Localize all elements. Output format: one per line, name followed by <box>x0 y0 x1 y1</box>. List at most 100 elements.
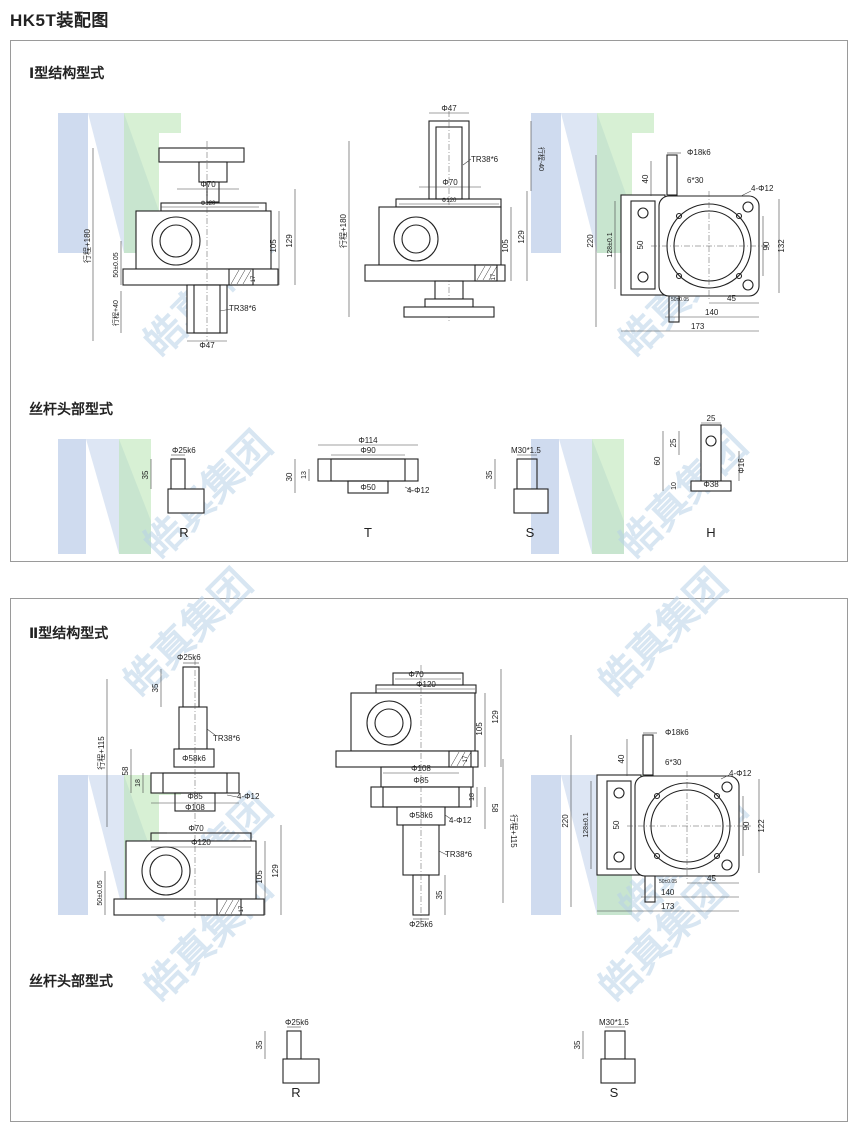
dim-travel-minus40: 行程-40 <box>537 147 546 171</box>
label-tr: TR38*6 <box>229 304 257 313</box>
dim-58: 58 <box>121 766 130 775</box>
dim-17: 17 <box>239 905 245 912</box>
dim-132: 132 <box>777 239 786 253</box>
dim-35: 35 <box>435 890 444 899</box>
dim-122: 122 <box>757 819 766 833</box>
watermark-text: 皓真集团 <box>136 422 282 568</box>
dim-50: 50±0.05 <box>113 252 120 277</box>
dim-phi58: Φ58k6 <box>182 754 206 763</box>
dim-phi85: Φ85 <box>413 776 429 785</box>
dim-35: 35 <box>485 470 494 479</box>
label-tr: TR38*6 <box>213 734 241 743</box>
type-1-front-view: 行程+180 50±0.05 行程+40 Φ70 Φ120 105 129 17… <box>82 141 296 350</box>
dim-travel-115: 行程+115 <box>509 814 519 848</box>
dim-phi108: Φ108 <box>411 764 431 773</box>
type-1-side-view: Φ47 TR38*6 行程-40 Φ70 Φ120 行程+180 105 129… <box>338 104 546 321</box>
dim-129: 129 <box>271 864 280 878</box>
dim-45: 45 <box>727 294 736 303</box>
dim-phi108: Φ108 <box>185 803 205 812</box>
watermark-logo <box>58 439 151 554</box>
dim-phi114: Φ114 <box>358 436 378 445</box>
watermark-text: 皓真集团 <box>116 560 262 706</box>
dim-105: 105 <box>501 239 510 253</box>
dim-25-top: 25 <box>707 414 716 423</box>
dim-phi18: Φ18k6 <box>687 148 711 157</box>
watermark-logo <box>531 113 654 253</box>
label-holes: 4-Φ12 <box>729 769 752 778</box>
dim-phi25: Φ25k6 <box>172 446 196 455</box>
dim-140: 140 <box>705 308 719 317</box>
dim-50: 50 <box>636 240 645 249</box>
dim-35: 35 <box>141 470 150 479</box>
dim-50-small: 50±0.05 <box>671 297 689 303</box>
dim-phi70: Φ70 <box>442 178 458 187</box>
caption-t: T <box>364 525 372 540</box>
dim-travel-40: 行程+40 <box>111 300 120 326</box>
label-tr: TR38*6 <box>445 850 473 859</box>
page-title: HK5T装配图 <box>10 11 109 30</box>
type-2-heading: Ⅱ型结构型式 <box>29 625 109 641</box>
dim-travel-180: 行程+180 <box>338 213 348 248</box>
dim-50-small: 50±0.05 <box>659 879 677 885</box>
dim-105: 105 <box>475 722 484 736</box>
dim-129: 129 <box>285 234 294 248</box>
head-type-r: Φ25k6 35 <box>141 446 205 514</box>
dim-173: 173 <box>661 902 675 911</box>
type-2-front-view: Φ25k6 35 行程+115 TR38*6 Φ58k6 58 18 Φ85 4… <box>96 653 282 919</box>
dim-phi120: Φ120 <box>191 838 211 847</box>
dim-105: 105 <box>255 870 264 884</box>
head-type-s: M30*1.5 35 <box>573 1018 636 1084</box>
type-2-heads-heading: 丝杆头部型式 <box>29 973 113 989</box>
dim-phi90: Φ90 <box>360 446 376 455</box>
dim-129: 129 <box>491 710 500 724</box>
dim-phi18: Φ18k6 <box>665 728 689 737</box>
dim-phi16: Φ16 <box>737 458 746 474</box>
dim-220: 220 <box>561 814 570 828</box>
type-2-drawing: 皓真集团 皓真集团 皓真集团 皓真集团 皓真集团 皓真集团 Φ25k6 35 <box>58 560 766 1084</box>
caption-s: S <box>525 525 535 540</box>
watermark-logo <box>531 439 624 554</box>
dim-18: 18 <box>469 793 476 801</box>
caption-s: S <box>609 1085 619 1100</box>
dim-thread: M30*1.5 <box>511 446 541 455</box>
dim-45: 45 <box>707 874 716 883</box>
dim-140: 140 <box>661 888 675 897</box>
dim-phi120: Φ120 <box>416 680 436 689</box>
dim-50: 50 <box>612 820 621 829</box>
dim-58: 58 <box>490 804 499 813</box>
dim-18: 18 <box>135 779 142 787</box>
dim-129: 129 <box>517 230 526 244</box>
dim-128: 128±0.1 <box>583 812 590 837</box>
dim-phi58: Φ58k6 <box>409 811 433 820</box>
dim-128: 128±0.1 <box>607 232 614 257</box>
label-angle: 6*30 <box>687 176 704 185</box>
type-1-top-view: Φ18k6 40 6*30 4-Φ12 220 128±0.1 50 90 13… <box>586 148 786 332</box>
dim-travel-180: 行程+180 <box>82 228 92 263</box>
caption-r: R <box>291 1085 301 1100</box>
caption-r: R <box>179 525 189 540</box>
dim-60: 60 <box>653 456 662 465</box>
dim-35: 35 <box>255 1040 264 1049</box>
dim-phi50: Φ50 <box>360 483 376 492</box>
dim-phi38: Φ38 <box>703 480 719 489</box>
type-1-panel: Ⅰ型结构型式 丝杆头部型式 皓真集团 皓真集团 皓真集团 皓真集团 <box>10 40 848 568</box>
dim-17: 17 <box>491 273 497 280</box>
label-tr: TR38*6 <box>471 155 499 164</box>
dim-travel-115: 行程+115 <box>96 736 106 770</box>
caption-h: H <box>706 525 716 540</box>
dim-phi120: Φ120 <box>442 198 457 204</box>
dim-50: 50±0.05 <box>97 880 104 905</box>
dim-phi47: Φ47 <box>441 104 457 113</box>
type-1-heads-heading: 丝杆头部型式 <box>29 401 113 417</box>
type-2-side-view: Φ70 Φ120 105 129 17 Φ108 Φ85 18 Φ58k6 4-… <box>335 665 519 929</box>
dim-phi25: Φ25k6 <box>177 653 201 662</box>
dim-phi70: Φ70 <box>188 824 204 833</box>
dim-90: 90 <box>742 821 751 830</box>
dim-40: 40 <box>617 754 626 763</box>
head-type-s: M30*1.5 35 <box>485 446 549 514</box>
dim-40: 40 <box>641 174 650 183</box>
dim-10: 10 <box>671 482 678 490</box>
label-holes: 4-Φ12 <box>407 486 430 495</box>
head-type-h: 25 25 60 10 Φ38 Φ16 <box>653 414 746 492</box>
dim-phi85: Φ85 <box>187 792 203 801</box>
